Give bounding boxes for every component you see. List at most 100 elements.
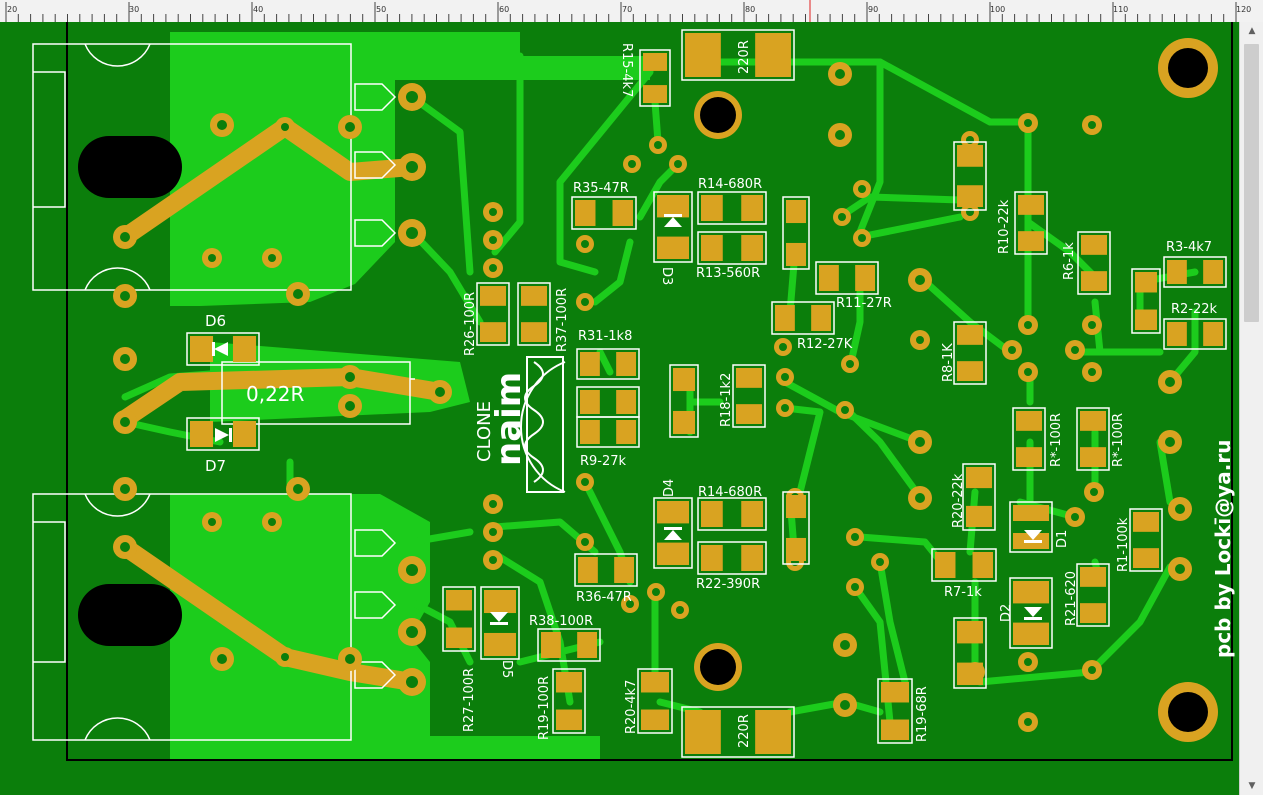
smd-pad: [1167, 260, 1187, 284]
board-outline: [66, 22, 1233, 761]
smd-pad: [521, 322, 547, 342]
smd-pad: [580, 390, 600, 414]
smd-pad: [484, 590, 516, 614]
diode-d7-symbol: [215, 428, 229, 442]
label-r9: R9-27k: [580, 454, 627, 469]
component-outline: [953, 141, 987, 211]
smd-pad: [966, 505, 992, 527]
transistor-outlines: [32, 43, 415, 741]
smd-pad: [190, 421, 214, 447]
pad-drill: [835, 69, 845, 79]
pad-drill: [581, 240, 589, 248]
smd-pad: [685, 33, 721, 77]
pad-drill: [1090, 488, 1098, 496]
smd-pad: [556, 709, 582, 730]
smd-pad: [1080, 447, 1106, 467]
component-outline: [574, 553, 638, 587]
pad-drill: [489, 236, 497, 244]
scrollbar-thumb[interactable]: [1244, 44, 1259, 322]
diode-d4-symbol: [664, 530, 682, 540]
ruler-tick-label: 30: [129, 5, 139, 14]
pad-drill: [489, 500, 497, 508]
diode-d1-symbol: [1024, 530, 1042, 540]
component-outline: [697, 541, 767, 575]
mounting-hole-drill: [1168, 48, 1208, 88]
power-trace-top: [116, 118, 421, 246]
smd-pad: [1203, 260, 1223, 284]
power-trace-bottom: [116, 538, 421, 691]
pad-drill: [293, 289, 303, 299]
diode-symbols: [212, 214, 1042, 625]
smd-pad: [1133, 548, 1159, 568]
label-r10: R10-22k: [997, 199, 1012, 254]
scroll-up-arrow-icon[interactable]: ▲: [1248, 26, 1256, 36]
component-outline: [186, 417, 260, 451]
ruler-tick-label: 20: [7, 5, 17, 14]
power-traces: [116, 118, 449, 691]
power-trace-shunt: [116, 368, 449, 428]
component-outline: [1009, 577, 1053, 649]
smd-pad: [701, 501, 723, 527]
component-outline: [697, 497, 767, 531]
label-r20-4k7: R20-4k7: [624, 680, 639, 734]
smd-pad: [786, 200, 806, 224]
component-outline: [771, 301, 835, 335]
pad-drill: [915, 437, 925, 447]
pcb-canvas[interactable]: CLONE naim 0,22R pcb by Lockī@ya.ru R15-…: [0, 22, 1239, 795]
pad-drill: [626, 600, 634, 608]
label-r31: R31-1k8: [578, 329, 632, 344]
smd-pad: [521, 286, 547, 306]
smd-pad: [580, 420, 600, 444]
smd-pad: [957, 145, 983, 167]
pad-drill: [120, 354, 130, 364]
pad-drill: [293, 484, 303, 494]
smd-pad: [446, 590, 472, 611]
through-hole-pads: [113, 38, 1218, 742]
component-outline: [1131, 268, 1161, 334]
component-outline: [653, 497, 693, 569]
logo-dna-strand: [524, 361, 544, 483]
pad-drill: [674, 160, 682, 168]
label-r26: R26-100R: [463, 292, 478, 356]
pad-drill: [781, 404, 789, 412]
smd-pad: [1018, 231, 1044, 251]
pad-drill: [581, 298, 589, 306]
smd-pad: [673, 368, 695, 392]
pad-drill: [835, 130, 845, 140]
component-outline: [1129, 508, 1163, 572]
pad-drill: [1175, 504, 1185, 514]
pad-drill: [846, 360, 854, 368]
smd-pad: [736, 404, 762, 424]
pad-drill: [208, 254, 216, 262]
component-outline: [877, 678, 913, 744]
label-r6: R6-1k: [1062, 242, 1077, 280]
pad-drill: [120, 417, 130, 427]
vertical-scrollbar[interactable]: ▲ ▼: [1239, 22, 1263, 795]
smd-pad: [957, 325, 983, 345]
component-outline: [576, 348, 640, 380]
smd-pad: [578, 557, 598, 583]
component-outline: [1163, 256, 1227, 288]
pad-drill: [851, 533, 859, 541]
pad-drill: [208, 518, 216, 526]
label-r18: R18-1k2: [719, 373, 734, 427]
component-outline: [186, 332, 260, 366]
pad-drill: [851, 583, 859, 591]
pad-drill: [781, 373, 789, 381]
pad-drill: [581, 478, 589, 486]
heatsink-slots: [78, 136, 182, 646]
smd-pad: [935, 552, 956, 578]
pad-drill: [1088, 666, 1096, 674]
label-r19-100: R19-100R: [537, 676, 552, 740]
pad-drill: [628, 160, 636, 168]
label-r12: R12-27K: [797, 337, 853, 352]
pad-drill: [435, 387, 445, 397]
smd-pad: [673, 410, 695, 434]
component-outline: [962, 463, 996, 531]
component-outline: [537, 628, 601, 662]
pcb-credit-label: pcb by Lockī@ya.ru: [1211, 440, 1235, 659]
label-d2: D2: [999, 604, 1014, 622]
scroll-down-arrow-icon[interactable]: ▼: [1248, 781, 1256, 791]
smd-pad: [1013, 505, 1049, 521]
label-r14-bottom: R14-680R: [698, 485, 762, 500]
